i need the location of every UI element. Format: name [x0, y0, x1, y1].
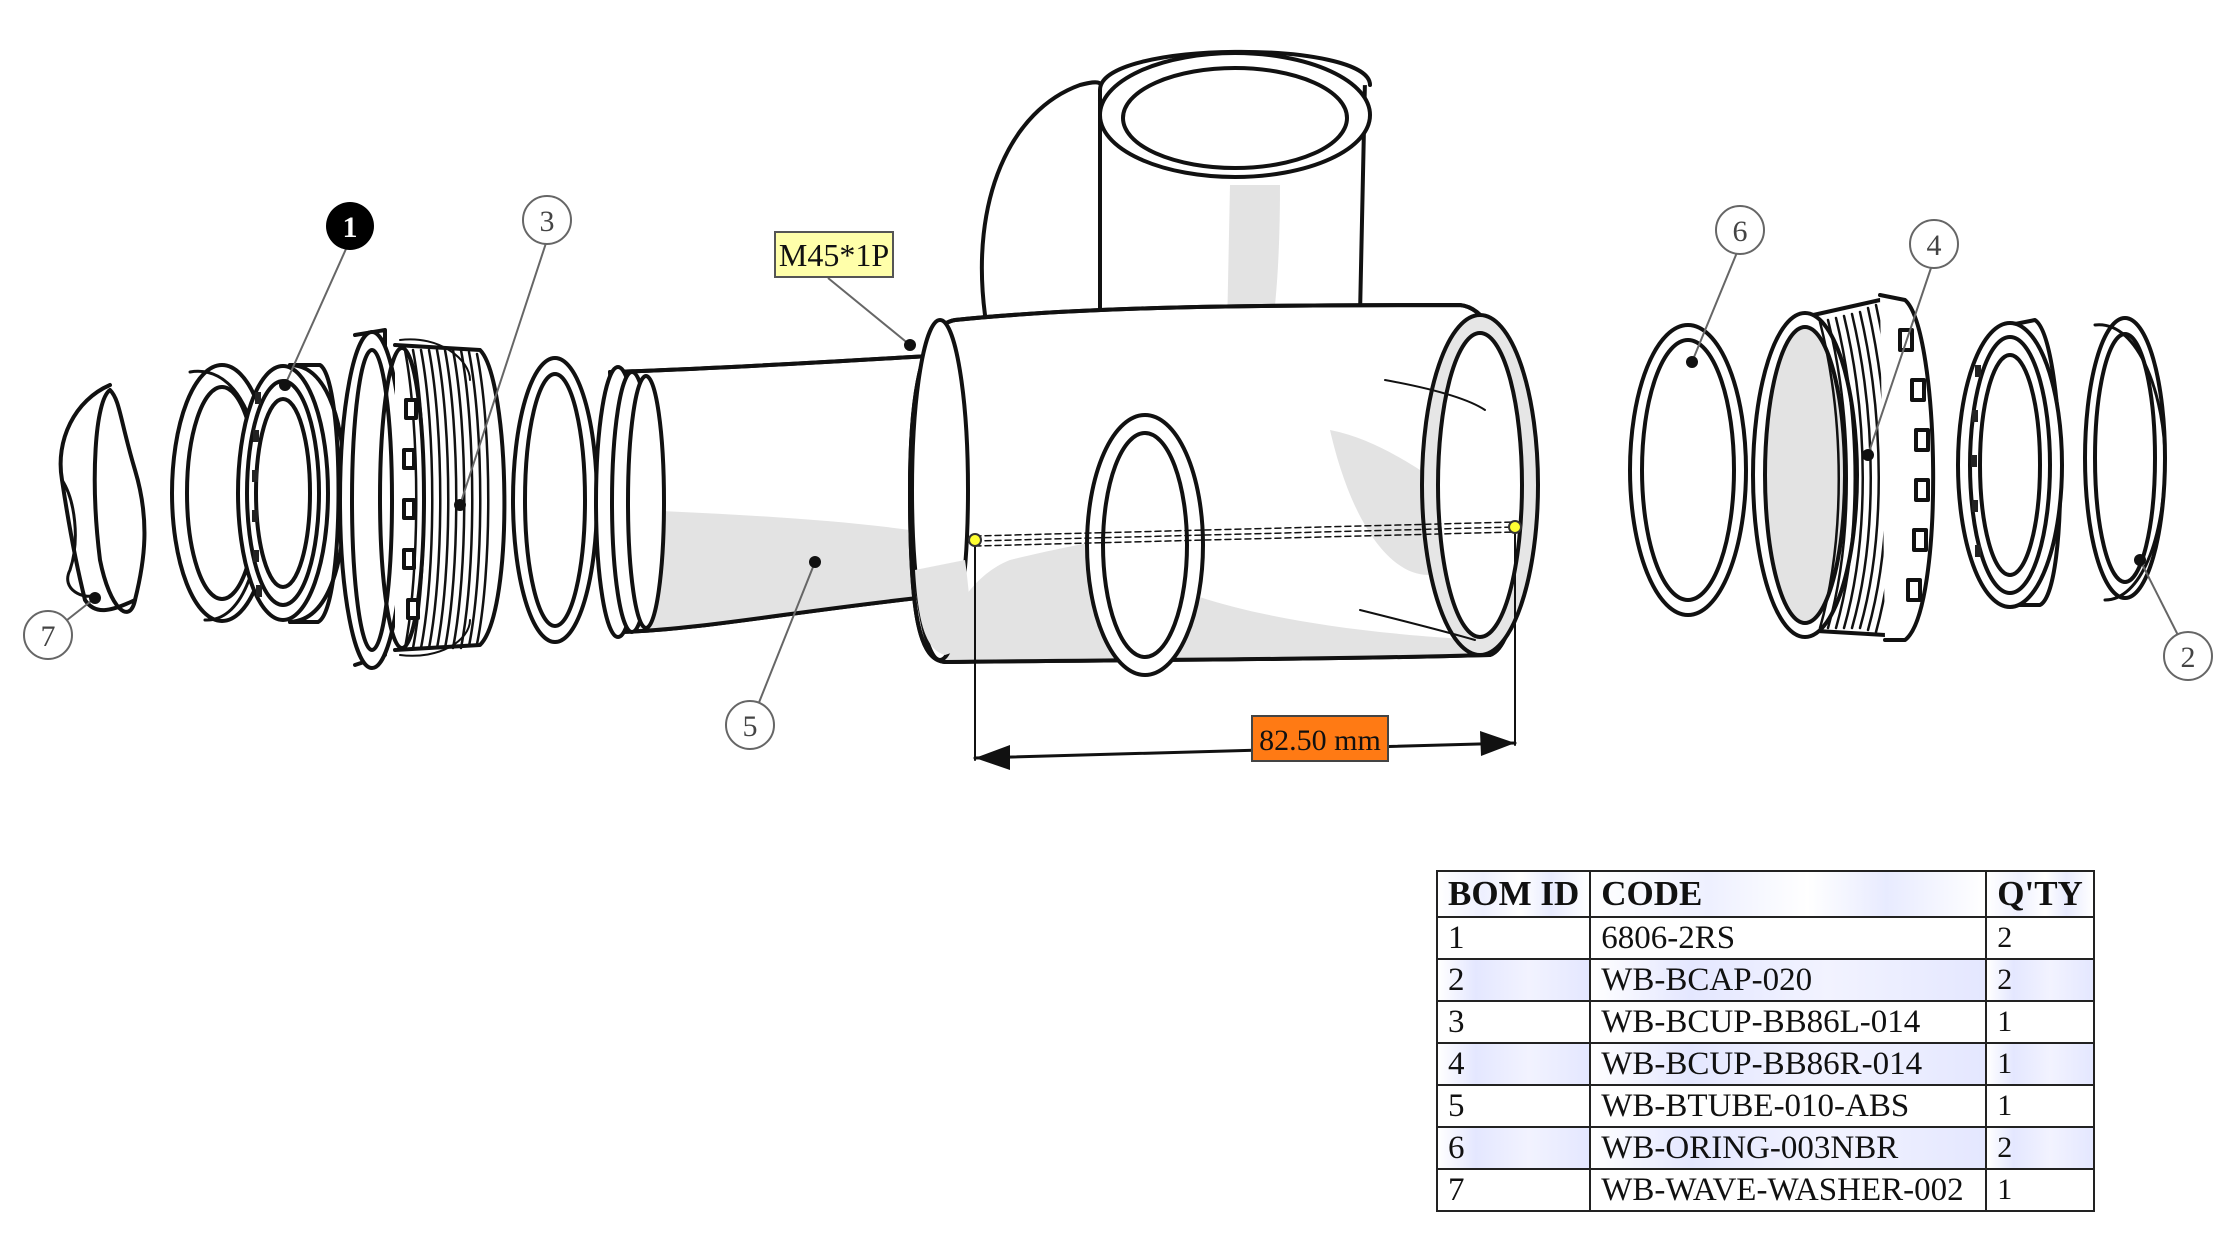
- bom-code-cell: 6806-2RS: [1589, 916, 1988, 960]
- bearing-left-part-1: [236, 363, 347, 624]
- dimension-82-50: [968, 520, 1522, 770]
- bom-id-cell: 4: [1435, 1042, 1592, 1086]
- bom-id-cell: 5: [1435, 1084, 1592, 1128]
- balloon-4: 4: [1909, 219, 1959, 269]
- thread-callout-label: M45*1P: [779, 237, 889, 273]
- bom-qty-cell: 2: [1985, 916, 2095, 960]
- table-row: 1 6806-2RS 2: [1435, 916, 2095, 960]
- balloon-2-label: 2: [2181, 641, 2196, 674]
- bom-code-cell: WB-BCAP-020: [1589, 958, 1988, 1002]
- o-ring-right-part-6: [1628, 323, 1748, 617]
- balloon-4-label: 4: [1927, 229, 1942, 262]
- bom-qty-cell: 1: [1985, 1000, 2095, 1044]
- bearing-cup-left-part-3: [338, 328, 507, 670]
- thread-callout: M45*1P: [774, 231, 894, 278]
- table-row: 4 WB-BCUP-BB86R-014 1: [1435, 1042, 2095, 1086]
- bottom-bracket-tube-part-5: [594, 353, 947, 639]
- table-row: 5 WB-BTUBE-010-ABS 1: [1435, 1084, 2095, 1128]
- o-ring-left: [511, 356, 599, 644]
- balloon-6: 6: [1715, 205, 1765, 255]
- balloon-1: 1: [326, 202, 374, 250]
- bearing-cup-right-part-4: [1751, 293, 1936, 642]
- frame-bottom-bracket-shell: [908, 49, 1540, 677]
- bom-id-cell: 6: [1435, 1126, 1592, 1170]
- dimension-callout: 82.50 mm: [1251, 715, 1389, 762]
- balloon-7-label: 7: [41, 620, 56, 653]
- bom-code-cell: WB-BTUBE-010-ABS: [1589, 1084, 1988, 1128]
- bom-header-id: BOM ID: [1435, 870, 1592, 918]
- bearing-cap-right-part-2: [2083, 316, 2167, 602]
- bom-id-cell: 2: [1435, 958, 1592, 1002]
- leader-dots: [89, 339, 2146, 604]
- bom-qty-cell: 1: [1985, 1168, 2095, 1212]
- bom-code-cell: WB-ORING-003NBR: [1589, 1126, 1988, 1170]
- bom-header-code: CODE: [1589, 870, 1988, 918]
- bom-qty-cell: 1: [1985, 1042, 2095, 1086]
- bom-header-qty: Q'TY: [1985, 870, 2095, 918]
- dimension-callout-label: 82.50 mm: [1259, 724, 1381, 757]
- balloon-5: 5: [725, 700, 775, 750]
- balloon-3: 3: [522, 195, 572, 245]
- bom-qty-cell: 1: [1985, 1084, 2095, 1128]
- leader-lines: [47, 239, 2189, 726]
- balloon-6-label: 6: [1733, 215, 1748, 248]
- bom-id-cell: 7: [1435, 1168, 1592, 1212]
- balloon-1-label: 1: [343, 211, 358, 244]
- table-row: 7 WB-WAVE-WASHER-002 1: [1435, 1168, 2095, 1212]
- bom-id-cell: 1: [1435, 916, 1592, 960]
- bom-id-cell: 3: [1435, 1000, 1592, 1044]
- table-row: 3 WB-BCUP-BB86L-014 1: [1435, 1000, 2095, 1044]
- balloon-5-label: 5: [743, 710, 758, 743]
- wave-washer-part-7: [58, 383, 147, 614]
- bearing-right: [1956, 318, 2064, 609]
- table-row: 2 WB-BCAP-020 2: [1435, 958, 2095, 1002]
- bom-code-cell: WB-BCUP-BB86L-014: [1589, 1000, 1988, 1044]
- bom-header-row: BOM ID CODE Q'TY: [1435, 870, 2095, 918]
- bom-code-cell: WB-BCUP-BB86R-014: [1589, 1042, 1988, 1086]
- bom-table: BOM ID CODE Q'TY 1 6806-2RS 2 2 WB-BCAP-…: [1435, 870, 2095, 1212]
- bom-qty-cell: 2: [1985, 958, 2095, 1002]
- balloon-2: 2: [2163, 631, 2213, 681]
- balloon-3-label: 3: [540, 205, 555, 238]
- table-row: 6 WB-ORING-003NBR 2: [1435, 1126, 2095, 1170]
- bom-code-cell: WB-WAVE-WASHER-002: [1589, 1168, 1988, 1212]
- balloon-7: 7: [23, 610, 73, 660]
- bom-qty-cell: 2: [1985, 1126, 2095, 1170]
